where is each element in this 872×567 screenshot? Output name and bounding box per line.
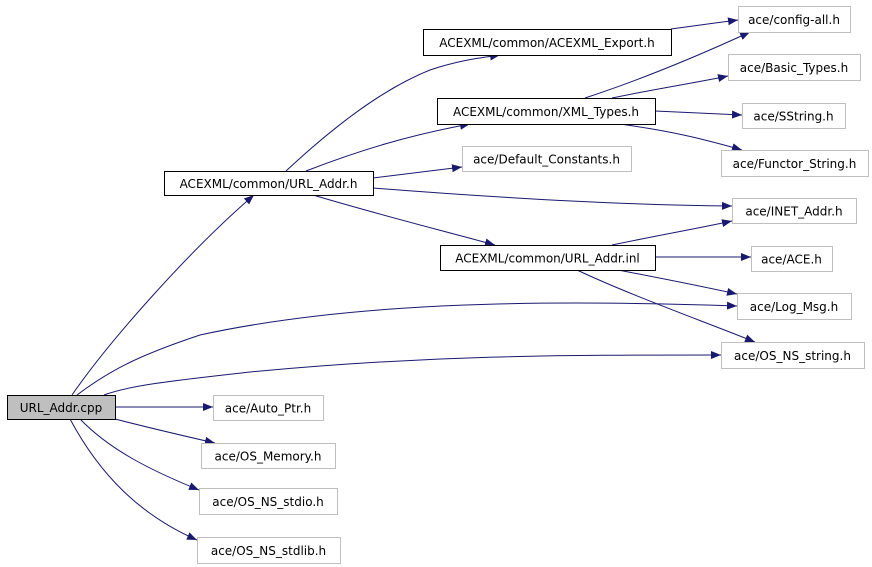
node-label: ACEXML/common/URL_Addr.h [180,177,358,191]
node-os-ns-stdlib-h[interactable]: ace/OS_NS_stdlib.h [197,537,341,564]
edge-url-addr-inl-to-log-msg-h [617,269,738,296]
node-ace-h[interactable]: ace/ACE.h [751,246,833,272]
nodes-layer: URL_Addr.cppACEXML/common/URL_Addr.hACEX… [7,6,869,564]
edge-line [76,301,738,396]
node-url-addr-h[interactable]: ACEXML/common/URL_Addr.h [164,171,374,196]
node-box[interactable] [440,245,656,271]
node-box[interactable] [197,537,341,564]
edge-line [576,269,756,343]
edge-xml-types-h-to-config-all-h [584,31,751,99]
edge-line [372,187,733,210]
edge-url-addr-cpp-to-log-msg-h [76,301,738,396]
edge-line [670,17,739,30]
edge-line [285,52,501,172]
edge-url-addr-h-to-default-constants-h [372,164,463,179]
node-box[interactable] [738,6,851,33]
edge-url-addr-h-to-url-addr-inl [312,194,496,247]
edge-url-addr-cpp-to-os-memory-h [114,418,216,445]
edge-url-addr-inl-to-os-ns-string-h [576,269,756,343]
node-acexml-export-h[interactable]: ACEXML/common/ACEXML_Export.h [423,29,672,56]
node-auto-ptr-h[interactable]: ace/Auto_Ptr.h [213,395,324,421]
edge-line [312,194,496,247]
node-box[interactable] [462,146,632,172]
node-basic-types-h[interactable]: ace/Basic_Types.h [728,54,861,81]
node-label: ace/OS_NS_string.h [734,349,851,363]
edge-line [79,418,200,491]
node-label: ace/Log_Msg.h [750,300,838,314]
node-url-addr-inl[interactable]: ACEXML/common/URL_Addr.inl [440,245,656,271]
node-box[interactable] [721,342,865,369]
node-box[interactable] [213,395,324,421]
edge-line [611,219,733,246]
edge-line [611,74,729,99]
node-label: ace/OS_NS_stdio.h [212,495,324,509]
node-box[interactable] [728,54,861,81]
edge-line [617,269,738,296]
edge-line [69,418,198,541]
node-label: ace/OS_NS_stdlib.h [211,544,326,558]
node-functor-string-h[interactable]: ace/Functor_String.h [721,150,869,177]
edge-url-addr-h-to-xml-types-h [305,121,471,172]
node-label: URL_Addr.cpp [20,401,103,415]
edge-url-addr-inl-to-inet-addr-h [611,219,733,246]
edge-line [114,418,216,445]
edge-line [103,351,722,396]
edge-url-addr-h-to-acexml-export-h [285,52,501,172]
node-label: ace/ACE.h [761,253,822,267]
node-config-all-h[interactable]: ace/config-all.h [738,6,851,33]
edge-line [305,121,471,172]
node-label: ace/config-all.h [748,13,840,27]
edge-url-addr-cpp-to-os-ns-stdio-h [79,418,200,491]
node-os-memory-h[interactable]: ace/OS_Memory.h [201,443,336,469]
edge-acexml-export-h-to-config-all-h [670,17,739,30]
node-box[interactable] [164,171,374,196]
edge-xml-types-h-to-functor-string-h [619,123,743,152]
edge-line [619,123,743,152]
edge-xml-types-h-to-sstring-h [654,110,743,119]
edge-line [654,110,743,119]
node-box[interactable] [437,98,656,125]
node-box[interactable] [721,150,869,177]
node-label: ACEXML/common/XML_Types.h [453,105,639,119]
node-label: ace/OS_Memory.h [215,450,322,464]
node-os-ns-string-h[interactable]: ace/OS_NS_string.h [721,342,865,369]
node-box[interactable] [732,198,857,224]
node-label: ace/INET_Addr.h [745,205,842,219]
edge-url-addr-h-to-inet-addr-h [372,187,733,210]
node-sstring-h[interactable]: ace/SString.h [742,103,846,129]
edge-xml-types-h-to-basic-types-h [611,74,729,99]
node-label: ACEXML/common/URL_Addr.inl [455,252,640,266]
edge-line [372,164,463,179]
node-label: ACEXML/common/ACEXML_Export.h [439,36,655,50]
node-log-msg-h[interactable]: ace/Log_Msg.h [737,293,852,320]
node-label: ace/Basic_Types.h [740,61,848,75]
node-xml-types-h[interactable]: ACEXML/common/XML_Types.h [437,98,656,125]
node-label: ace/SString.h [753,110,833,124]
edge-url-addr-cpp-to-os-ns-string-h [103,351,722,396]
node-box[interactable] [201,443,336,469]
node-inet-addr-h[interactable]: ace/INET_Addr.h [732,198,857,224]
node-box[interactable] [737,293,852,320]
node-label: ace/Default_Constants.h [473,153,620,167]
node-url-addr-cpp[interactable]: URL_Addr.cpp [7,395,116,420]
node-os-ns-stdio-h[interactable]: ace/OS_NS_stdio.h [199,488,338,515]
edge-url-addr-cpp-to-url-addr-h [71,194,255,396]
node-label: ace/Functor_String.h [733,157,857,171]
edge-url-addr-cpp-to-os-ns-stdlib-h [69,418,198,541]
node-box[interactable] [7,395,116,420]
node-label: ace/Auto_Ptr.h [225,402,311,416]
node-box[interactable] [751,246,833,272]
node-default-constants-h[interactable]: ace/Default_Constants.h [462,146,632,172]
edges-layer [69,17,756,541]
node-box[interactable] [423,29,672,56]
edge-line [584,31,751,99]
node-box[interactable] [742,103,846,129]
edge-line [71,194,255,396]
node-box[interactable] [199,488,338,515]
